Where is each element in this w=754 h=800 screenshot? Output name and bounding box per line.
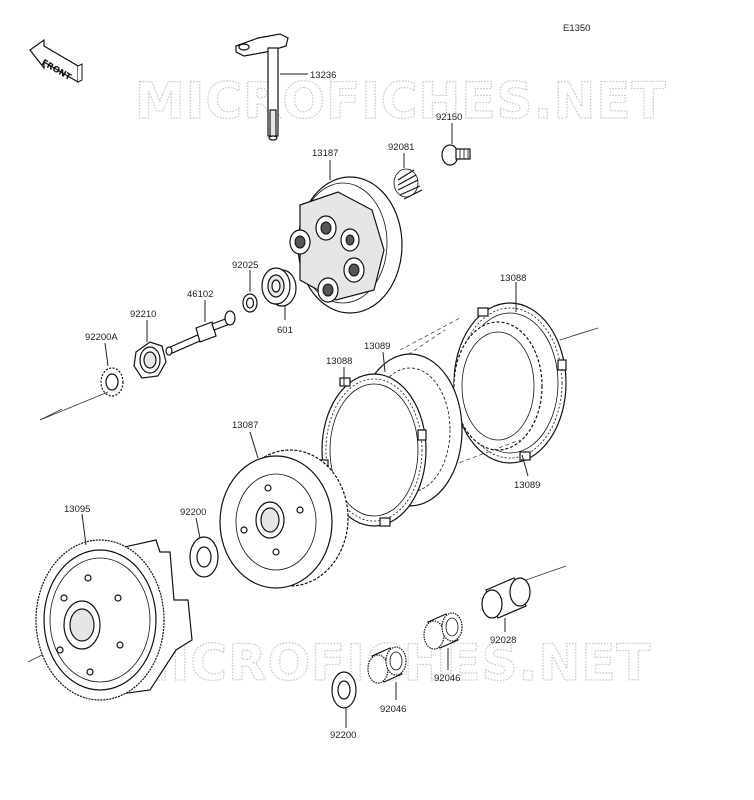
label-13187: 13187 xyxy=(312,148,338,159)
label-13089-middle: 13089 xyxy=(364,341,390,352)
part-92200-upper xyxy=(189,536,219,578)
part-92081 xyxy=(393,168,423,200)
part-601 xyxy=(261,267,297,307)
part-13095 xyxy=(35,539,193,701)
label-46102: 46102 xyxy=(187,289,213,300)
part-92200-lower xyxy=(331,671,357,709)
label-92200-upper: 92200 xyxy=(180,507,206,518)
label-13236: 13236 xyxy=(310,70,336,81)
label-13095: 13095 xyxy=(64,504,90,515)
part-92028 xyxy=(481,577,531,619)
label-92210: 92210 xyxy=(130,309,156,320)
label-92150: 92150 xyxy=(436,112,462,123)
label-13088-left: 13088 xyxy=(326,356,352,367)
label-92025: 92025 xyxy=(232,260,258,271)
part-92150 xyxy=(441,144,471,166)
part-92210 xyxy=(133,341,167,379)
label-13088-right: 13088 xyxy=(500,273,526,284)
part-92025 xyxy=(242,293,258,313)
label-13089-right: 13089 xyxy=(514,480,540,491)
part-92046-lower xyxy=(367,646,407,684)
part-13187 xyxy=(289,176,403,314)
part-13089-right xyxy=(453,321,543,451)
label-601: 601 xyxy=(277,325,293,336)
part-92200A xyxy=(100,367,124,397)
label-13087: 13087 xyxy=(232,420,258,431)
label-92081: 92081 xyxy=(388,142,414,153)
label-92200A: 92200A xyxy=(85,332,118,343)
front-arrow-icon: FRONT xyxy=(29,38,83,84)
part-92046-upper xyxy=(423,612,463,650)
label-92046-lower: 92046 xyxy=(380,704,406,715)
label-92200-lower: 92200 xyxy=(330,730,356,741)
label-92028: 92028 xyxy=(490,635,516,646)
part-13087 xyxy=(219,449,349,589)
diagram-code: E1350 xyxy=(563,23,590,34)
label-92046-upper: 92046 xyxy=(434,673,460,684)
part-46102 xyxy=(165,310,236,356)
part-13088-left xyxy=(319,373,427,527)
watermark-top: MICROFICHES.NET xyxy=(135,72,667,130)
part-13236 xyxy=(235,33,289,141)
